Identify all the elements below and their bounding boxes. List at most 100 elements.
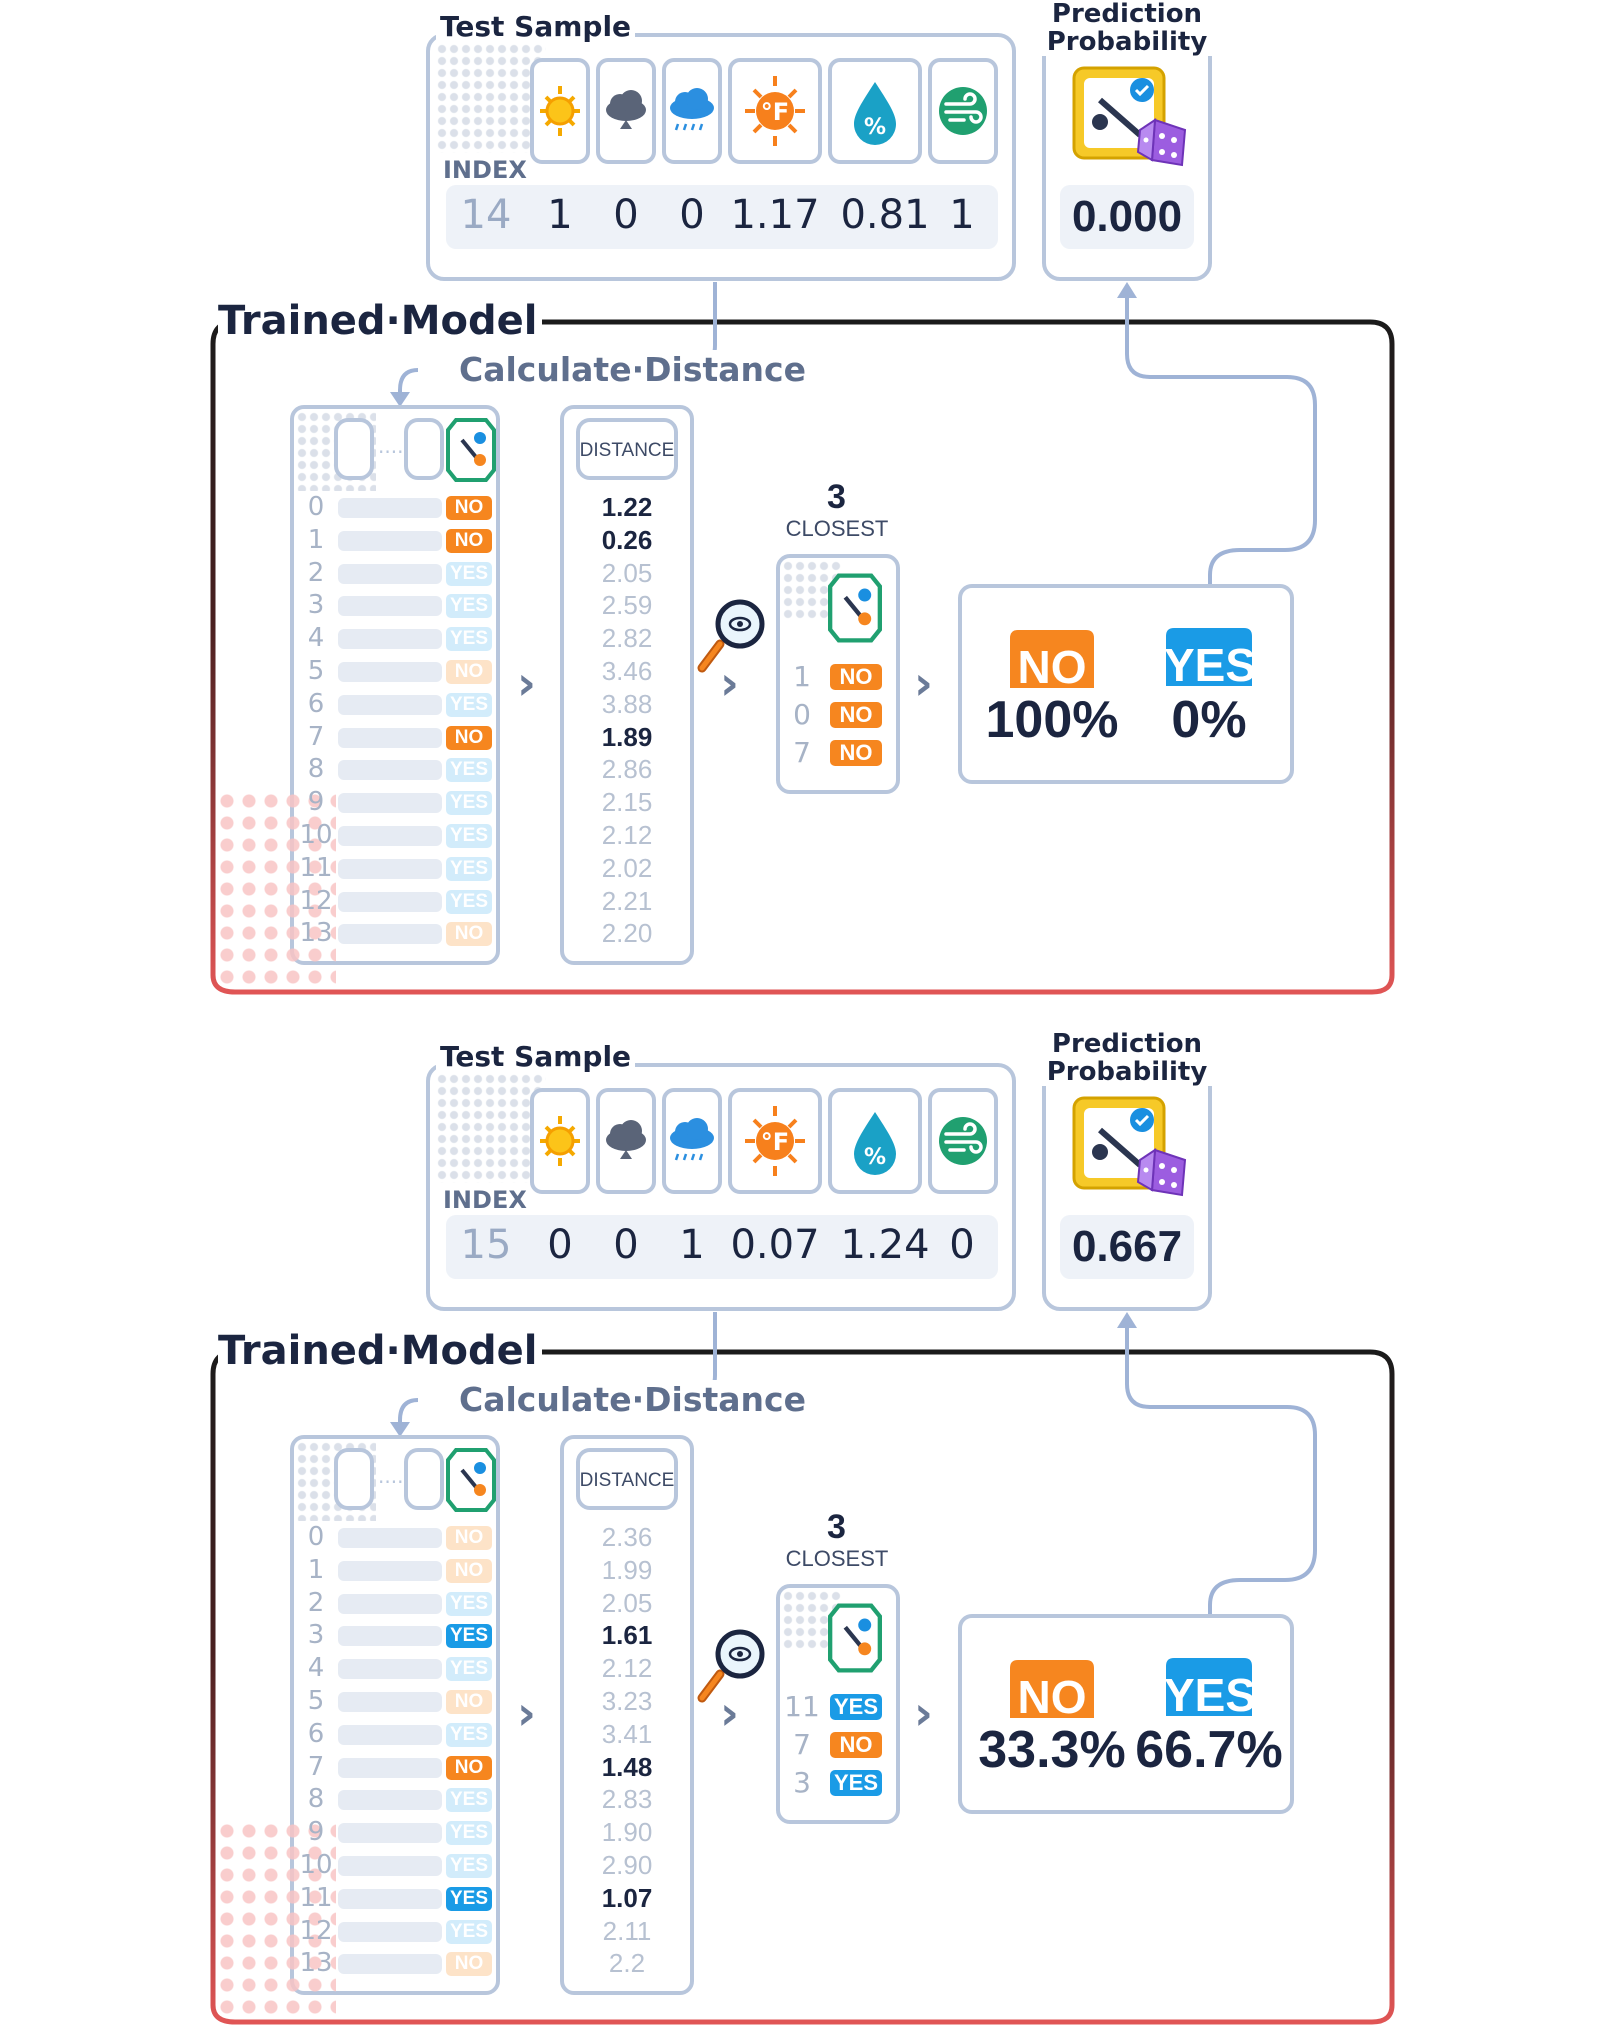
label-badge: NO	[446, 1952, 492, 1977]
closest-label-badge: YES	[830, 1694, 882, 1720]
closest-label: CLOSEST	[785, 1546, 889, 1571]
distance-value: 2.90	[601, 1850, 653, 1880]
wind-tile	[928, 58, 998, 164]
feature-value: 0	[613, 192, 639, 238]
label-badge: YES	[446, 1886, 492, 1911]
row-index: 0	[307, 492, 325, 522]
feature-bar	[338, 662, 442, 682]
row-index: 9	[307, 1817, 325, 1848]
distance-value: 3.88	[601, 688, 653, 719]
sample-index: 15	[460, 1222, 512, 1268]
label-column-icon	[446, 1448, 496, 1512]
test-sample-title: Test Sample	[436, 1040, 636, 1073]
feature-bar	[338, 1593, 442, 1614]
golf-icon	[1092, 1108, 1154, 1168]
feature-value: 1.17	[730, 192, 820, 238]
label-badge: NO	[446, 528, 492, 553]
chevron-right-icon: ›	[720, 656, 739, 710]
rain-tile	[662, 58, 722, 164]
row-index: 10	[299, 820, 333, 850]
row-index: 13	[299, 1948, 333, 1979]
prediction-probability-title: Prediction Probability	[1030, 0, 1224, 56]
distance-header-tile	[576, 418, 678, 480]
humidity-icon: %	[854, 82, 896, 145]
feature-bar	[338, 1856, 442, 1876]
decorative-dots	[436, 43, 546, 153]
humidity-tile: %	[828, 1088, 922, 1194]
row-index: 8	[307, 1784, 325, 1815]
label-badge: YES	[446, 1657, 492, 1682]
distance-value: 2.05	[601, 1587, 653, 1618]
label-badge: YES	[446, 1624, 492, 1649]
feature-bar	[338, 498, 442, 518]
cloud-icon	[606, 90, 646, 129]
row-index: 2	[307, 557, 325, 588]
humidity-tile: %	[828, 58, 922, 164]
label-badge: NO	[446, 496, 492, 520]
row-index: 13	[299, 918, 333, 949]
distance-value: 1.22	[601, 492, 653, 522]
label-badge: YES	[446, 561, 492, 586]
distance-value: 1.90	[601, 1817, 653, 1848]
distance-value: 1.61	[601, 1620, 653, 1651]
sun-icon	[540, 86, 580, 136]
feature-value: 0	[613, 1222, 639, 1268]
rain-tile	[662, 1088, 722, 1194]
distance-column	[560, 1435, 694, 1995]
chevron-right-icon: ›	[720, 1686, 739, 1740]
closest-index: 0	[793, 698, 811, 731]
chevron-right-icon: ›	[517, 1686, 536, 1740]
closest-k: 3	[827, 478, 846, 516]
row-index: 9	[307, 787, 325, 818]
distance-value: 2.02	[601, 852, 653, 883]
feature-column-tile	[404, 418, 444, 480]
temperature-tile: °F	[728, 1088, 822, 1194]
feature-values-row	[446, 1215, 998, 1279]
feature-bar	[338, 563, 442, 584]
label-badge: NO	[446, 1690, 492, 1714]
decorative-dots	[436, 1073, 546, 1183]
distance-header-tile	[576, 1448, 678, 1510]
label-badge: NO	[446, 660, 492, 684]
yes-vote-percent: 66.7%	[1135, 1721, 1283, 1779]
distance-value: 2.12	[601, 820, 653, 850]
calculate-distance-label: Calculate·Distance	[455, 350, 810, 389]
wind-tile	[928, 1088, 998, 1194]
distance-value: 2.15	[601, 787, 653, 818]
index-label: INDEX	[443, 156, 527, 184]
feature-bar	[338, 727, 442, 748]
feature-bar	[338, 1560, 442, 1581]
svg-text:°F: °F	[761, 1128, 789, 1156]
distance-value: 2.86	[601, 754, 653, 785]
no-vote-label: NO	[1017, 1671, 1087, 1723]
golf-dice-icon	[1072, 1096, 1187, 1197]
feature-bar	[338, 1692, 442, 1712]
feature-bar	[338, 793, 442, 814]
index-label: INDEX	[443, 1186, 527, 1214]
label-column-icon	[828, 1603, 882, 1673]
distance-value: 3.23	[601, 1686, 653, 1716]
row-index: 12	[299, 1915, 333, 1946]
label-badge: NO	[446, 1755, 492, 1780]
feature-column-tile	[334, 418, 374, 480]
rain-cloud-icon	[670, 88, 714, 131]
row-index: 10	[299, 1850, 333, 1880]
row-index: 1	[307, 1554, 325, 1585]
yes-vote-label: YES	[1164, 1669, 1257, 1721]
closest-index: 7	[793, 1728, 811, 1761]
feature-value: 1	[679, 1222, 705, 1268]
feature-bar	[338, 1626, 442, 1647]
distance-value: 1.48	[601, 1751, 653, 1782]
closest-label-badge: NO	[830, 702, 882, 728]
golf-icon	[1092, 78, 1154, 138]
no-vote-badge	[1010, 1660, 1094, 1718]
label-badge: YES	[446, 692, 492, 717]
row-index: 8	[307, 754, 325, 785]
feature-value: 0	[949, 1222, 975, 1268]
chevron-right-icon: ›	[914, 1686, 933, 1740]
row-index: 7	[307, 721, 325, 752]
distance-value: 1.07	[601, 1882, 653, 1913]
magnifier-icon	[697, 1629, 765, 1703]
distance-header: DISTANCE	[579, 1470, 675, 1491]
feature-bar	[338, 1921, 442, 1942]
